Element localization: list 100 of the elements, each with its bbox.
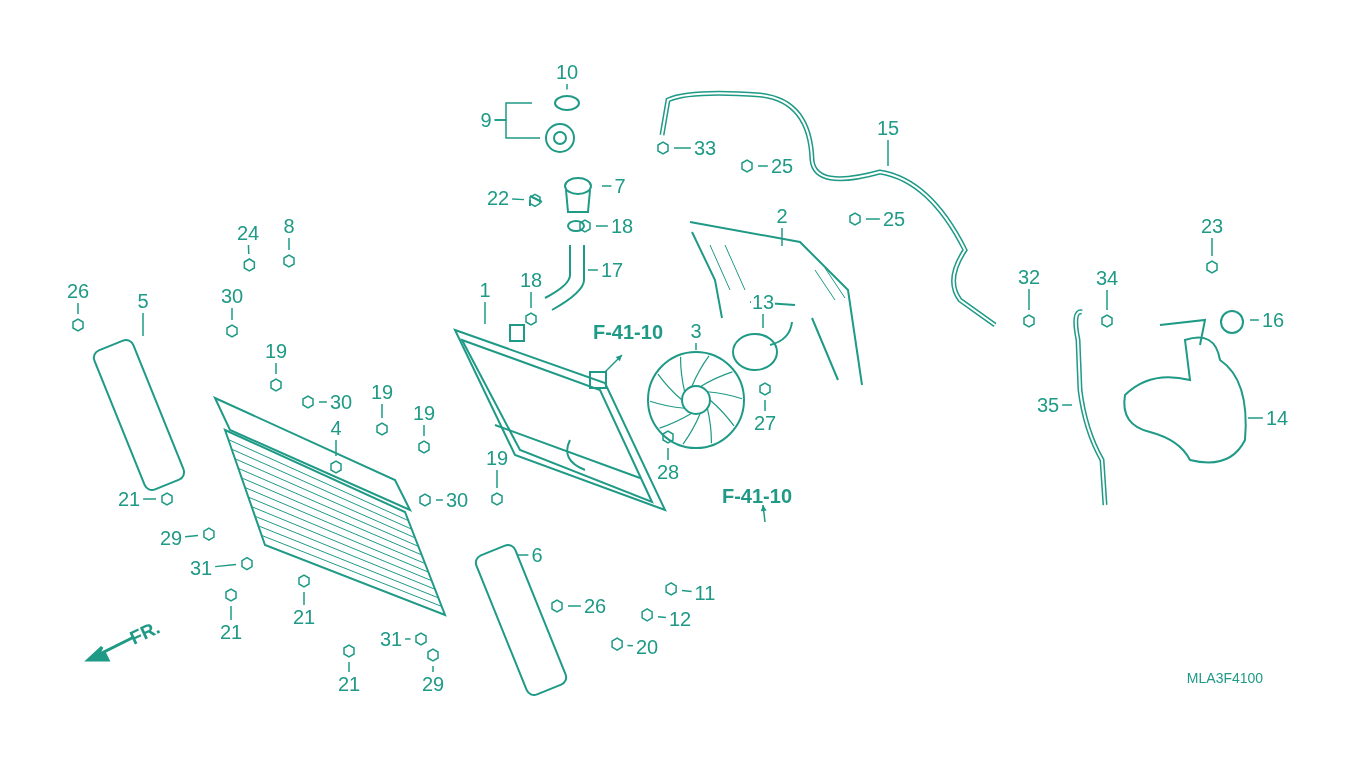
callout-number: 30 xyxy=(328,392,354,412)
leader-line xyxy=(781,227,783,247)
callout-number: 21 xyxy=(218,622,244,642)
leader-line xyxy=(1247,417,1264,419)
leader-line xyxy=(566,83,568,91)
leader-line xyxy=(432,665,434,673)
callout-number: 30 xyxy=(219,286,245,306)
leader-line xyxy=(762,313,764,329)
callout-number: 30 xyxy=(444,490,470,510)
callout-number: 13 xyxy=(750,292,776,312)
leader-line xyxy=(1106,289,1108,311)
leader-line xyxy=(275,362,277,375)
leader-line xyxy=(318,401,328,403)
leader-line xyxy=(1211,237,1213,257)
leader-line xyxy=(626,644,634,647)
callout-number: 22 xyxy=(485,188,511,208)
leader-line xyxy=(865,218,881,220)
reference-label: F-41-10 xyxy=(722,484,792,508)
leader-line xyxy=(348,661,350,673)
leader-line xyxy=(601,185,613,187)
callout-number: 25 xyxy=(881,209,907,229)
callout-number: 10 xyxy=(554,62,580,82)
leader-line xyxy=(887,139,889,167)
leader-line xyxy=(667,447,669,461)
leader-line xyxy=(142,312,144,337)
callout-number: 21 xyxy=(116,489,142,509)
callout-number: 18 xyxy=(609,216,635,236)
callout-number: 11 xyxy=(693,583,717,603)
callout-number: 24 xyxy=(235,223,261,243)
leader-line xyxy=(381,403,383,419)
callout-number: 20 xyxy=(634,637,660,657)
leader-line xyxy=(595,225,609,227)
callout-number: 2 xyxy=(775,206,789,226)
callout-number: 25 xyxy=(769,156,795,176)
callout-number: 19 xyxy=(484,448,510,468)
callout-number: 16 xyxy=(1260,310,1286,330)
callout-number: 8 xyxy=(282,216,296,236)
callout-number: 15 xyxy=(875,118,901,138)
callout-number: 12 xyxy=(667,609,693,629)
callout-number: 19 xyxy=(263,341,289,361)
leader-line xyxy=(496,469,498,489)
leader-line xyxy=(484,301,486,325)
callout-number: 9 xyxy=(479,110,493,130)
leader-line xyxy=(247,244,250,255)
callout-number: 1 xyxy=(478,280,492,300)
leader-line xyxy=(511,198,525,201)
leader-line xyxy=(567,605,582,607)
callout-number: 29 xyxy=(158,528,184,548)
callout-number: 18 xyxy=(518,270,544,290)
leader-line xyxy=(435,499,444,501)
leader-line xyxy=(303,591,305,606)
drawing-code: MLA3F4100 xyxy=(1186,670,1264,686)
leader-line xyxy=(517,554,530,556)
callout-number: 31 xyxy=(188,558,214,578)
callout-number: 21 xyxy=(336,674,362,694)
callout-number: 7 xyxy=(613,176,627,196)
leader-line xyxy=(231,307,233,321)
callout-number: 32 xyxy=(1016,267,1042,287)
callout-number: 28 xyxy=(655,462,681,482)
leader-line xyxy=(757,165,769,167)
leader-line xyxy=(335,439,337,457)
leader-line xyxy=(587,269,599,271)
callout-number: 6 xyxy=(530,545,544,565)
leader-line xyxy=(423,424,425,437)
leader-line xyxy=(230,605,232,621)
reference-label: F-41-10 xyxy=(593,320,663,344)
callout-number: 17 xyxy=(599,260,625,280)
leader-line xyxy=(1061,404,1073,406)
leader-line xyxy=(1028,288,1030,311)
leader-line xyxy=(214,563,237,568)
callout-number: 33 xyxy=(692,138,718,158)
leader-line xyxy=(288,237,290,251)
leader-line xyxy=(404,638,412,640)
leader-line xyxy=(493,119,541,139)
callout-number: 27 xyxy=(752,413,778,433)
callout-number: 31 xyxy=(378,629,404,649)
leader-line xyxy=(530,291,532,309)
leader-line xyxy=(77,302,79,315)
callout-number: 5 xyxy=(136,291,150,311)
leader-line xyxy=(657,615,667,619)
leader-line xyxy=(695,342,697,351)
front-label: FR. xyxy=(126,616,164,650)
callout-number: 35 xyxy=(1035,395,1061,415)
callout-number: 14 xyxy=(1264,408,1290,428)
leader-line xyxy=(184,534,199,538)
callout-number: 19 xyxy=(411,403,437,423)
callout-number: 34 xyxy=(1094,268,1120,288)
leader-line xyxy=(681,589,693,593)
callout-number: 21 xyxy=(291,607,317,627)
leader-line xyxy=(142,498,157,500)
callout-number: 26 xyxy=(65,281,91,301)
callout-number: 4 xyxy=(329,418,343,438)
callout-number: 19 xyxy=(369,382,395,402)
leader-line xyxy=(1249,319,1260,321)
leader-line xyxy=(673,147,692,149)
callout-number: 3 xyxy=(689,321,703,341)
callout-number: 26 xyxy=(582,596,608,616)
callout-number: 23 xyxy=(1199,216,1225,236)
leader-line xyxy=(764,399,766,412)
callout-number: 29 xyxy=(420,674,446,694)
